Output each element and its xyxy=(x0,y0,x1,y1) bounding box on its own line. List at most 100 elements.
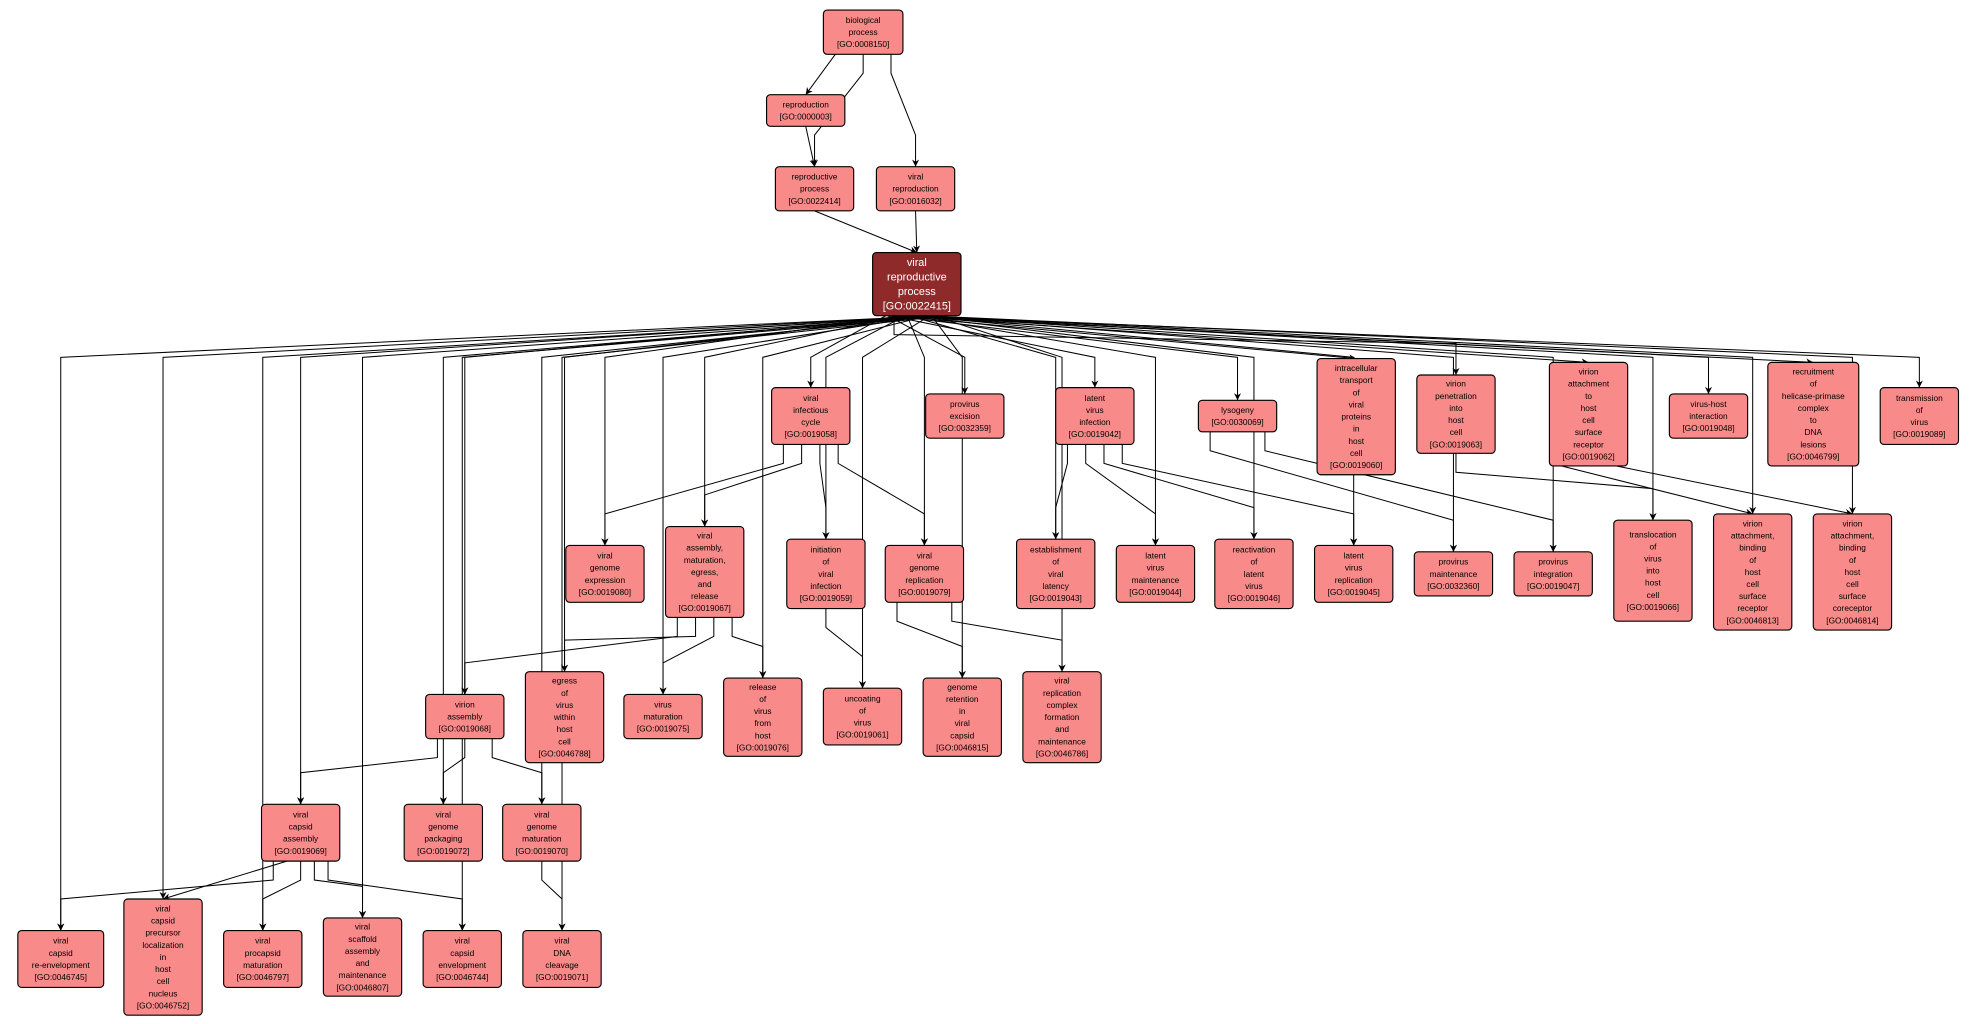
go-term-node[interactable]: viralreplicationcomplexformationandmaint… xyxy=(1022,671,1102,764)
node-go-id: [GO:0046744] xyxy=(436,972,488,982)
go-term-node[interactable]: virionattachmenttohostcellsurfacerecepto… xyxy=(1548,361,1629,467)
go-term-node[interactable]: viralscaffoldassemblyandmaintenance[GO:0… xyxy=(322,917,403,997)
node-label-line: of xyxy=(1250,557,1258,567)
edge-arrow xyxy=(461,617,678,695)
node-label-line: precursor xyxy=(145,928,180,938)
node-box xyxy=(786,538,866,610)
node-label-line: infectious xyxy=(793,405,828,415)
go-term-node[interactable]: recruitmentofhelicase-primasecomplextoDN… xyxy=(1767,361,1860,467)
edge-arrow xyxy=(805,53,836,95)
go-term-node[interactable]: virionpenetrationintohostcell[GO:0019063… xyxy=(1416,374,1496,454)
edge-arrow xyxy=(1455,453,1657,521)
edge-arrow xyxy=(951,602,1066,672)
node-label-line: surface xyxy=(1575,427,1603,437)
node-label-line: cell xyxy=(1582,415,1595,425)
edge-arrow xyxy=(162,860,288,901)
node-label-line: cleavage xyxy=(545,960,579,970)
node-label-line: penetration xyxy=(1435,391,1477,401)
go-term-node[interactable]: viralassembly,maturation,egress,andrelea… xyxy=(664,525,745,618)
go-term-node[interactable]: intracellulartransportofviralproteinsinh… xyxy=(1316,358,1396,476)
node-label-line: viral xyxy=(293,809,308,819)
go-term-node[interactable]: reproduction[GO:0000003] xyxy=(765,94,846,127)
node-label-line: of xyxy=(1916,405,1924,415)
node-label-line: genome xyxy=(590,563,620,573)
go-term-node[interactable]: lysogeny[GO:0030069] xyxy=(1197,399,1278,433)
edge-arrow xyxy=(659,315,927,695)
go-term-node[interactable]: viralcapsidprecursorlocalizationinhostce… xyxy=(123,898,203,1016)
node-label-line: cell xyxy=(1350,448,1363,458)
edge-arrow xyxy=(538,315,939,805)
node-label-line: reactivation xyxy=(1233,545,1276,555)
node-label-line: virion xyxy=(1446,379,1466,389)
node-label-line: integration xyxy=(1534,569,1573,579)
edge-arrow xyxy=(491,738,546,805)
node-go-id: [GO:0022415] xyxy=(883,301,951,313)
node-label-line: viral xyxy=(1048,569,1063,579)
node-label-line: complex xyxy=(1798,403,1830,413)
edge-arrow xyxy=(890,315,1242,401)
node-label-line: capsid xyxy=(151,916,175,926)
go-term-node[interactable]: translocationofvirusintohostcell[GO:0019… xyxy=(1613,519,1693,622)
edge-arrow xyxy=(908,315,1060,540)
node-go-id: [GO:0046815] xyxy=(936,742,988,752)
node-box xyxy=(1712,513,1793,631)
node-label-line: formation xyxy=(1045,712,1080,722)
node-box xyxy=(1413,551,1494,597)
edge-arrow xyxy=(819,444,830,540)
node-label-line: viral xyxy=(917,551,932,561)
edge-arrow xyxy=(541,861,566,931)
edge-arrow xyxy=(439,738,466,805)
node-go-id: [GO:0019066] xyxy=(1627,602,1679,612)
go-term-node[interactable]: virionattachment,bindingofhostcellsurfac… xyxy=(1812,513,1893,631)
node-label-line: translocation xyxy=(1629,529,1677,539)
node-label-line: viral xyxy=(908,172,923,182)
edge-arrow xyxy=(601,444,784,546)
node-label-line: cell xyxy=(1746,579,1759,589)
node-label-line: of xyxy=(1052,557,1060,567)
node-label-line: of xyxy=(1810,379,1818,389)
node-box xyxy=(774,166,855,212)
edge-arrow xyxy=(461,315,924,695)
node-label-line: virus-host xyxy=(1690,399,1727,409)
node-box xyxy=(771,387,851,446)
go-term-node[interactable]: virionattachment,bindingofhostcellsurfac… xyxy=(1712,513,1793,631)
node-label-line: biological xyxy=(846,15,881,25)
node-box xyxy=(565,544,645,603)
edge-arrow xyxy=(896,602,966,679)
node-box xyxy=(502,803,582,862)
node-box xyxy=(922,677,1002,757)
node-label-line: virus xyxy=(556,700,574,710)
